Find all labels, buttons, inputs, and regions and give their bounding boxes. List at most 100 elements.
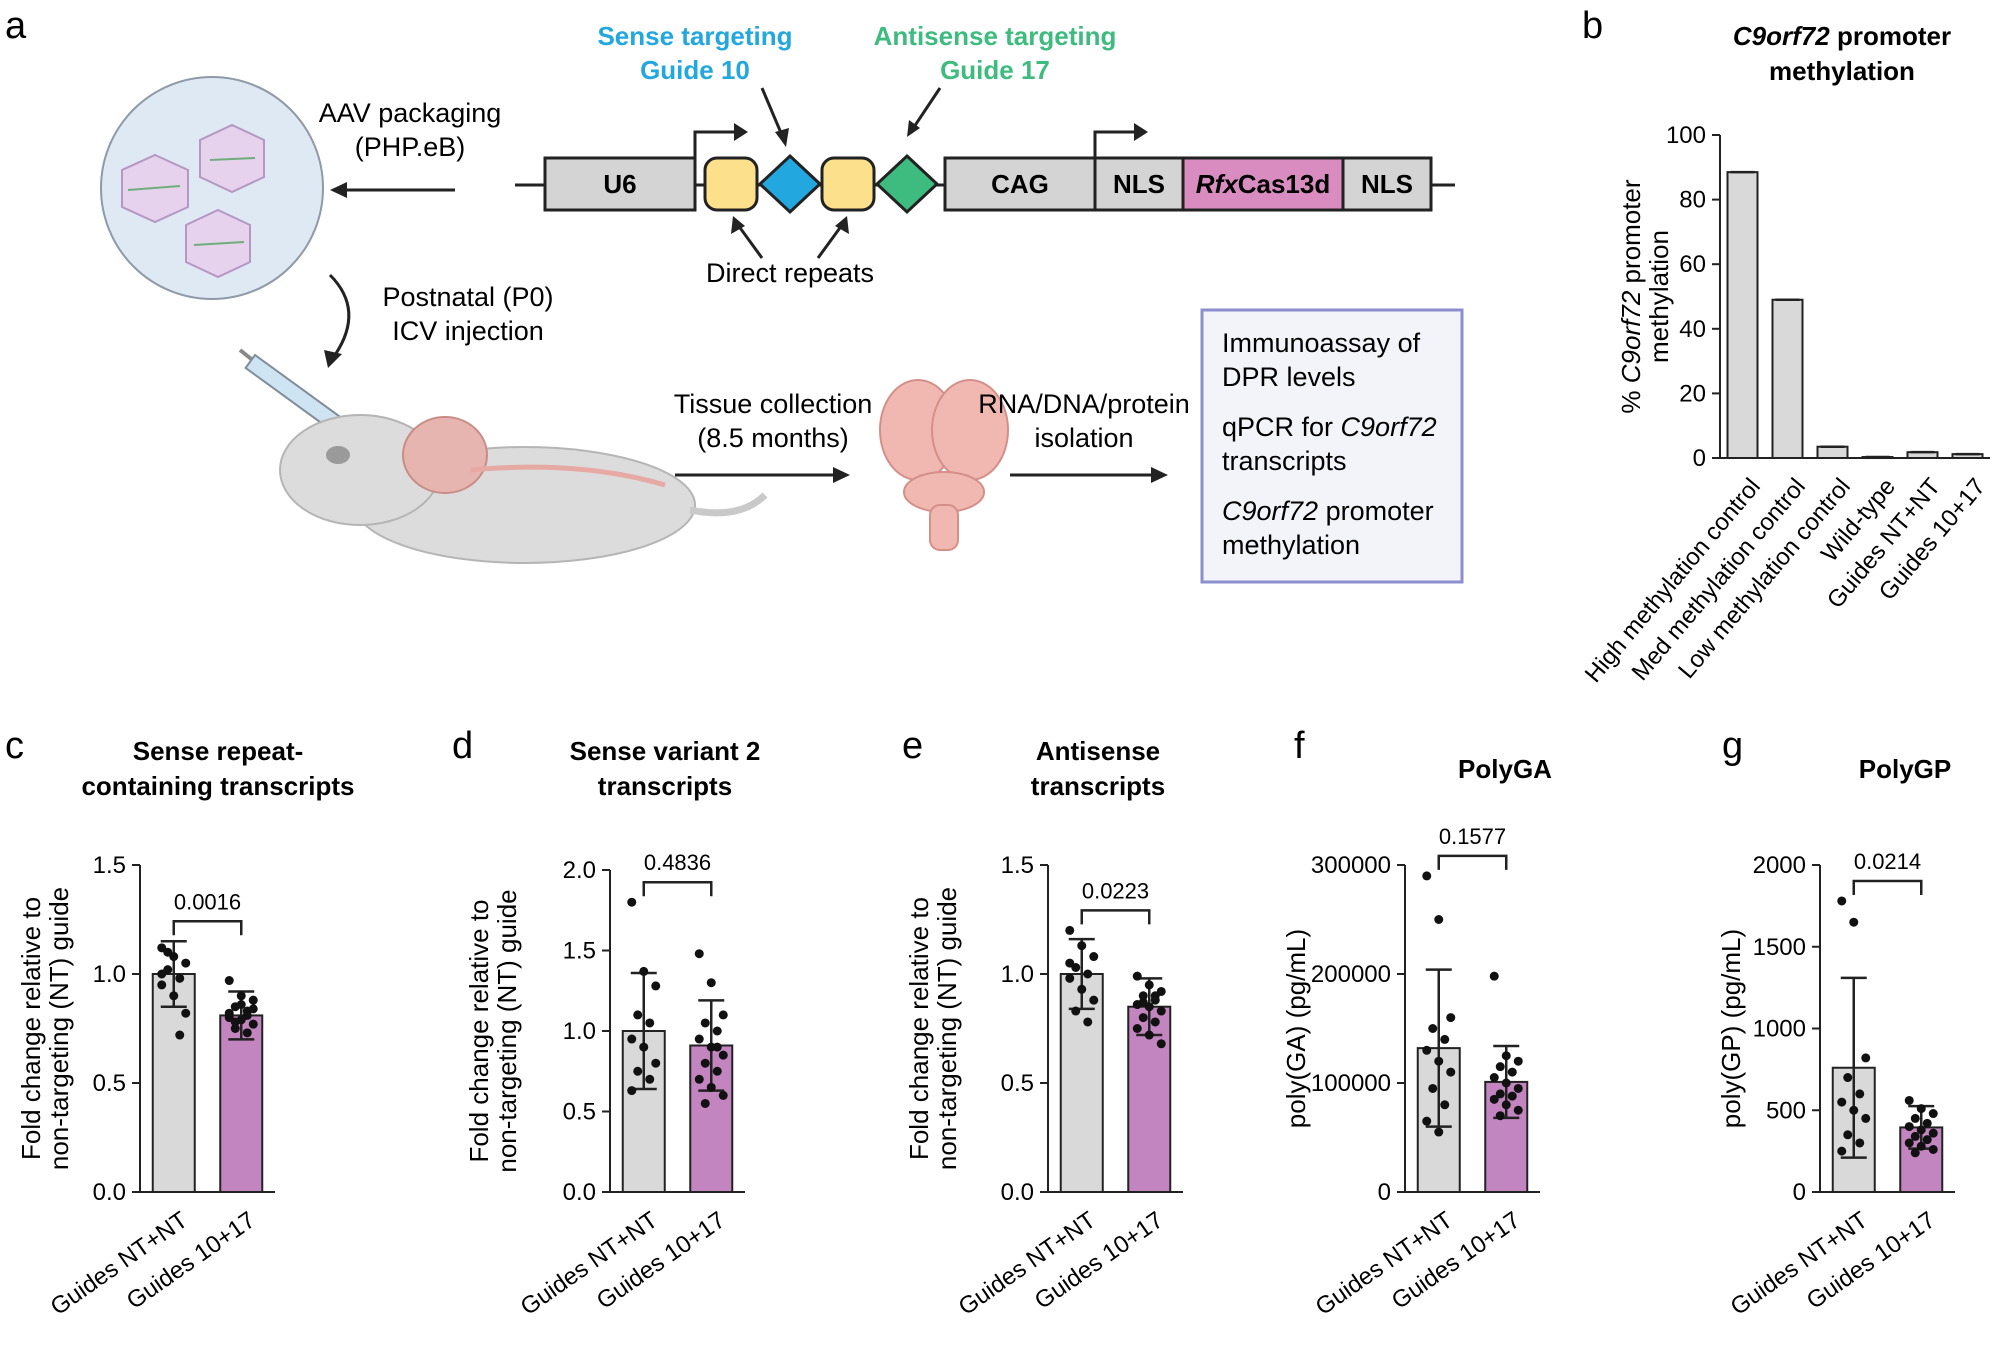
chart-title-rest: promoter <box>1830 21 1951 51</box>
y-axis-label: poly(GA) (pg/mL) <box>1281 929 1311 1128</box>
direct-repeat-1 <box>703 156 759 212</box>
chart-title-line-1: C9orf72 promoter <box>1733 21 1951 51</box>
cas13d-label-rest: Cas13d <box>1238 169 1331 199</box>
chart-title-italic: C9orf72 <box>1733 21 1830 51</box>
data-point <box>1089 952 1099 962</box>
readout-line-5a: C9orf72 <box>1222 496 1318 526</box>
data-point <box>236 991 246 1001</box>
data-point <box>1507 1067 1517 1077</box>
bar <box>1816 445 1849 460</box>
y-tick-label: 500 <box>1766 1097 1806 1124</box>
data-point <box>1843 1073 1853 1083</box>
data-point <box>1916 1125 1926 1135</box>
data-point <box>651 981 661 991</box>
data-point <box>1089 995 1099 1005</box>
y-tick-label: 0.5 <box>93 1070 126 1097</box>
data-point <box>1071 1006 1081 1016</box>
brain-icon <box>879 379 1009 551</box>
aav-arrowhead <box>330 182 347 198</box>
data-point <box>1495 1089 1505 1099</box>
antisense-arrowhead <box>907 120 920 137</box>
data-point <box>1065 958 1075 968</box>
readout-box <box>1200 308 1464 584</box>
panel-label-e: e <box>902 725 923 767</box>
tissue-arrowhead <box>833 467 850 483</box>
data-point <box>1156 1006 1166 1016</box>
nls-left-box <box>1093 156 1185 212</box>
data-point <box>242 1010 252 1020</box>
data-point <box>1446 1013 1456 1023</box>
y-axis-label: poly(GP) (pg/mL) <box>1716 929 1746 1128</box>
y-axis-label-rest: promoter <box>1616 179 1646 291</box>
panel-label-a: a <box>5 5 27 47</box>
p-value-label: 0.4836 <box>644 850 711 875</box>
panel-a-schematic: Sense targeting Guide 10 Antisense targe… <box>100 21 1464 584</box>
aav-packaging-label-1: AAV packaging <box>319 98 502 128</box>
u6-box <box>543 156 697 212</box>
significance-bracket <box>172 920 243 936</box>
data-point <box>236 1000 246 1010</box>
readout-line-6: methylation <box>1222 530 1360 560</box>
isolation-label-1: RNA/DNA/protein <box>978 389 1190 419</box>
aav-circle <box>100 76 324 300</box>
chart-title-line-2: methylation <box>1769 56 1915 86</box>
y-tick-label: 1500 <box>1753 934 1806 961</box>
data-point <box>1083 969 1093 979</box>
antisense-guide-label-1: Antisense targeting <box>874 21 1117 51</box>
y-axis-label-line-2: non-targeting (NT) guide <box>932 887 962 1170</box>
data-point <box>1904 1122 1914 1132</box>
mouse-pup-icon <box>279 414 768 564</box>
bar <box>1726 171 1759 460</box>
data-point <box>1434 1056 1444 1066</box>
chart-title-line-2: transcripts <box>1031 771 1165 801</box>
readout-line-1: Immunoassay of <box>1222 328 1421 358</box>
data-point <box>694 1034 704 1044</box>
tissue-collection-label-1: Tissue collection <box>674 389 873 419</box>
data-point <box>1928 1109 1938 1119</box>
data-point <box>1489 1073 1499 1083</box>
readout-line-2: DPR levels <box>1222 362 1356 392</box>
data-point <box>1855 1138 1865 1148</box>
significance-bracket <box>1852 879 1923 895</box>
cag-label: CAG <box>991 169 1049 199</box>
y-tick-label: 100000 <box>1311 1070 1391 1097</box>
data-point <box>1928 1144 1938 1154</box>
data-point <box>1916 1141 1926 1151</box>
data-point <box>1513 1083 1523 1093</box>
isolation-label-2: isolation <box>1034 423 1133 453</box>
data-point <box>1065 925 1075 935</box>
p-value-label: 0.0223 <box>1082 878 1149 903</box>
data-point <box>157 980 167 990</box>
chart-title-line-2: transcripts <box>598 771 732 801</box>
data-point <box>1849 917 1859 927</box>
y-axis-label-prefix: % <box>1616 383 1646 413</box>
data-point <box>1916 1104 1926 1114</box>
cas13d-label-italic: Rfx <box>1196 169 1239 199</box>
data-point <box>712 1042 722 1052</box>
chart-title-line-1: Sense repeat- <box>133 736 304 766</box>
data-point <box>1495 1111 1505 1121</box>
data-point <box>1150 1017 1160 1027</box>
data-point <box>1495 1062 1505 1072</box>
data-point <box>718 1050 728 1060</box>
panel-label-c: c <box>5 725 24 767</box>
y-axis-label-line-1: % C9orf72 promoter <box>1616 179 1646 413</box>
y-tick-label: 1.0 <box>563 1018 596 1045</box>
data-point <box>627 1034 637 1044</box>
data-point <box>1928 1128 1938 1138</box>
data-point <box>224 976 234 986</box>
data-point <box>639 1042 649 1052</box>
data-point <box>1077 941 1087 951</box>
data-point <box>639 966 649 976</box>
chart-title: PolyGA <box>1458 754 1552 784</box>
data-point <box>1422 871 1432 881</box>
u6-label: U6 <box>603 169 636 199</box>
cas13d-label: RfxCas13d <box>1196 169 1330 199</box>
y-tick-label: 0.0 <box>1001 1179 1034 1206</box>
data-point <box>1144 980 1154 990</box>
y-tick-label: 20 <box>1679 380 1706 407</box>
data-point <box>1434 915 1444 924</box>
data-point <box>1440 1100 1450 1110</box>
panel-label-f: f <box>1294 725 1305 767</box>
y-tick-label: 0.0 <box>93 1179 126 1206</box>
